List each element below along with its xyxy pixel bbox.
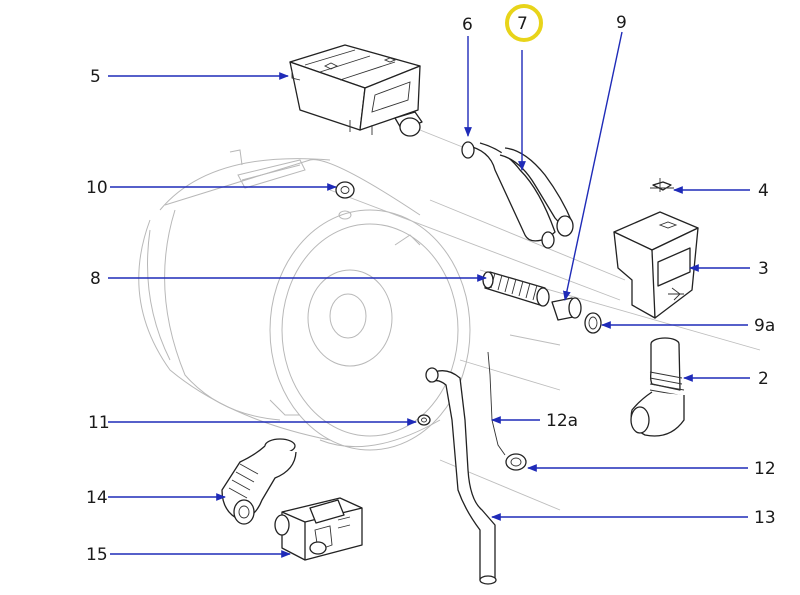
label-9a: 9a xyxy=(754,316,775,336)
dispenser-hose-part xyxy=(461,141,574,249)
bellows-part xyxy=(482,271,550,307)
label-13: 13 xyxy=(754,508,776,528)
label-2: 2 xyxy=(758,369,769,389)
label-7: 7 xyxy=(517,14,528,34)
label-14: 14 xyxy=(86,488,108,508)
tub-drum-outline xyxy=(138,149,471,451)
label-12: 12 xyxy=(754,459,776,479)
label-15: 15 xyxy=(86,545,108,565)
sump-hose-part xyxy=(630,337,685,437)
pump-hose-part xyxy=(221,438,297,525)
label-11: 11 xyxy=(88,413,110,433)
label-5: 5 xyxy=(90,67,101,87)
label-4: 4 xyxy=(758,181,769,201)
highlight-circle xyxy=(505,4,543,42)
drain-pump-part xyxy=(274,497,363,561)
label-12a: 12a xyxy=(546,411,578,431)
small-clip-part xyxy=(417,414,431,426)
label-10: 10 xyxy=(86,178,108,198)
label-8: 8 xyxy=(90,269,101,289)
label-3: 3 xyxy=(758,259,769,279)
leader-9 xyxy=(563,31,623,301)
callout-labels: 5 6 7 9 4 3 10 8 9a 2 11 12a 12 14 13 15 xyxy=(86,13,776,565)
label-6: 6 xyxy=(462,15,473,35)
label-9: 9 xyxy=(616,13,627,33)
leader-lines xyxy=(108,31,750,558)
drain-hose-part xyxy=(425,367,497,585)
detergent-dispenser-part xyxy=(289,44,423,137)
pressure-chamber-part xyxy=(613,178,699,319)
connector-parts xyxy=(551,297,602,334)
